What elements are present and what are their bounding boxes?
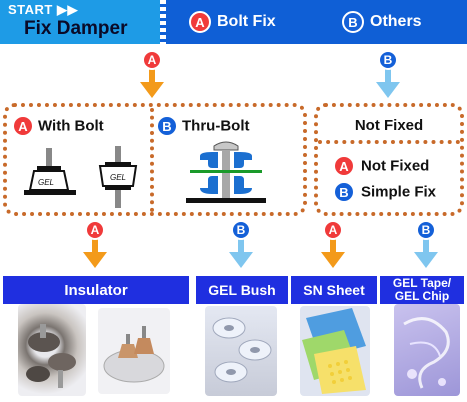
option-label: Bolt Fix xyxy=(217,13,276,30)
down-arrow-icon xyxy=(376,62,400,98)
insulator-image xyxy=(26,324,76,388)
badge-b-icon: B xyxy=(342,11,364,33)
gel-text: GEL xyxy=(38,178,54,187)
product-sn-sheet[interactable]: SN Sheet xyxy=(291,276,377,304)
arrow-a-top: A xyxy=(138,50,166,105)
header-option-bolt-fix[interactable]: A Bolt Fix xyxy=(189,11,276,33)
arrow-insulator: A xyxy=(81,220,109,275)
arrow-sn-sheet: A xyxy=(319,220,347,275)
insulator-photo-2 xyxy=(98,308,170,394)
badge-b-icon: B xyxy=(156,115,178,137)
sn-sheet-photo xyxy=(300,306,370,396)
gel-bush-image xyxy=(212,317,272,383)
with-bolt-diagram: GEL GEL xyxy=(24,146,139,215)
badge-a-icon: A xyxy=(323,220,343,240)
product-label: Insulator xyxy=(64,281,128,299)
sn-sheet-image xyxy=(302,308,366,394)
simple-fix-item[interactable]: B Simple Fix xyxy=(333,181,436,203)
item-label: Simple Fix xyxy=(361,183,437,201)
badge-a-icon: A xyxy=(189,11,211,33)
insulator-photo xyxy=(18,304,86,396)
arrow-gel-tape: B xyxy=(412,220,440,275)
badge-a-icon: A xyxy=(12,115,34,137)
header-start-panel xyxy=(0,0,160,44)
not-fixed-item[interactable]: A Not Fixed xyxy=(333,155,429,177)
insulator-image xyxy=(103,326,165,383)
product-gel-bush[interactable]: GEL Bush xyxy=(196,276,288,304)
group-separator xyxy=(318,140,460,144)
gel-damper-icon: GEL GEL xyxy=(24,146,138,208)
badge-a-icon: A xyxy=(85,220,105,240)
item-label: Not Fixed xyxy=(361,157,430,175)
product-label-line1: GEL Tape/ xyxy=(392,276,452,290)
down-arrow-icon xyxy=(414,232,438,268)
badge-b-icon: B xyxy=(378,50,398,70)
with-bolt-label: With Bolt xyxy=(38,117,104,135)
option-label: Others xyxy=(370,13,422,30)
others-group xyxy=(314,103,464,216)
start-label: START ▶▶ xyxy=(8,2,78,17)
product-insulator[interactable]: Insulator xyxy=(3,276,189,304)
header-divider xyxy=(160,0,166,44)
thru-bolt-icon xyxy=(186,141,266,203)
gel-tape-photo xyxy=(394,304,460,396)
not-fixed-title: Not Fixed xyxy=(354,117,424,134)
arrow-b-top: B xyxy=(374,50,402,105)
thru-bolt-diagram xyxy=(186,140,266,213)
header-options-panel xyxy=(166,0,467,44)
badge-b-icon: B xyxy=(333,181,355,203)
badge-a-icon: A xyxy=(142,50,162,70)
product-gel-tape[interactable]: GEL Tape/ GEL Chip xyxy=(380,276,464,304)
header-option-others[interactable]: B Others xyxy=(342,11,422,33)
gel-text: GEL xyxy=(110,173,126,182)
down-arrow-icon xyxy=(321,232,345,268)
badge-a-icon: A xyxy=(333,155,355,177)
bolt-fix-group xyxy=(3,103,307,216)
product-label: SN Sheet xyxy=(303,282,365,298)
badge-b-icon: B xyxy=(231,220,251,240)
down-arrow-icon xyxy=(140,62,164,98)
arrow-gel-bush: B xyxy=(227,220,255,275)
product-label-line2: GEL Chip xyxy=(394,289,450,303)
thru-bolt-label: Thru-Bolt xyxy=(182,117,250,135)
gel-tape-image xyxy=(403,317,450,389)
gel-bush-photo xyxy=(205,306,277,396)
page-title: Fix Damper xyxy=(24,18,128,39)
down-arrow-icon xyxy=(83,232,107,268)
group-divider xyxy=(150,108,154,212)
product-label: GEL Bush xyxy=(208,282,276,298)
badge-b-icon: B xyxy=(416,220,436,240)
down-arrow-icon xyxy=(229,232,253,268)
